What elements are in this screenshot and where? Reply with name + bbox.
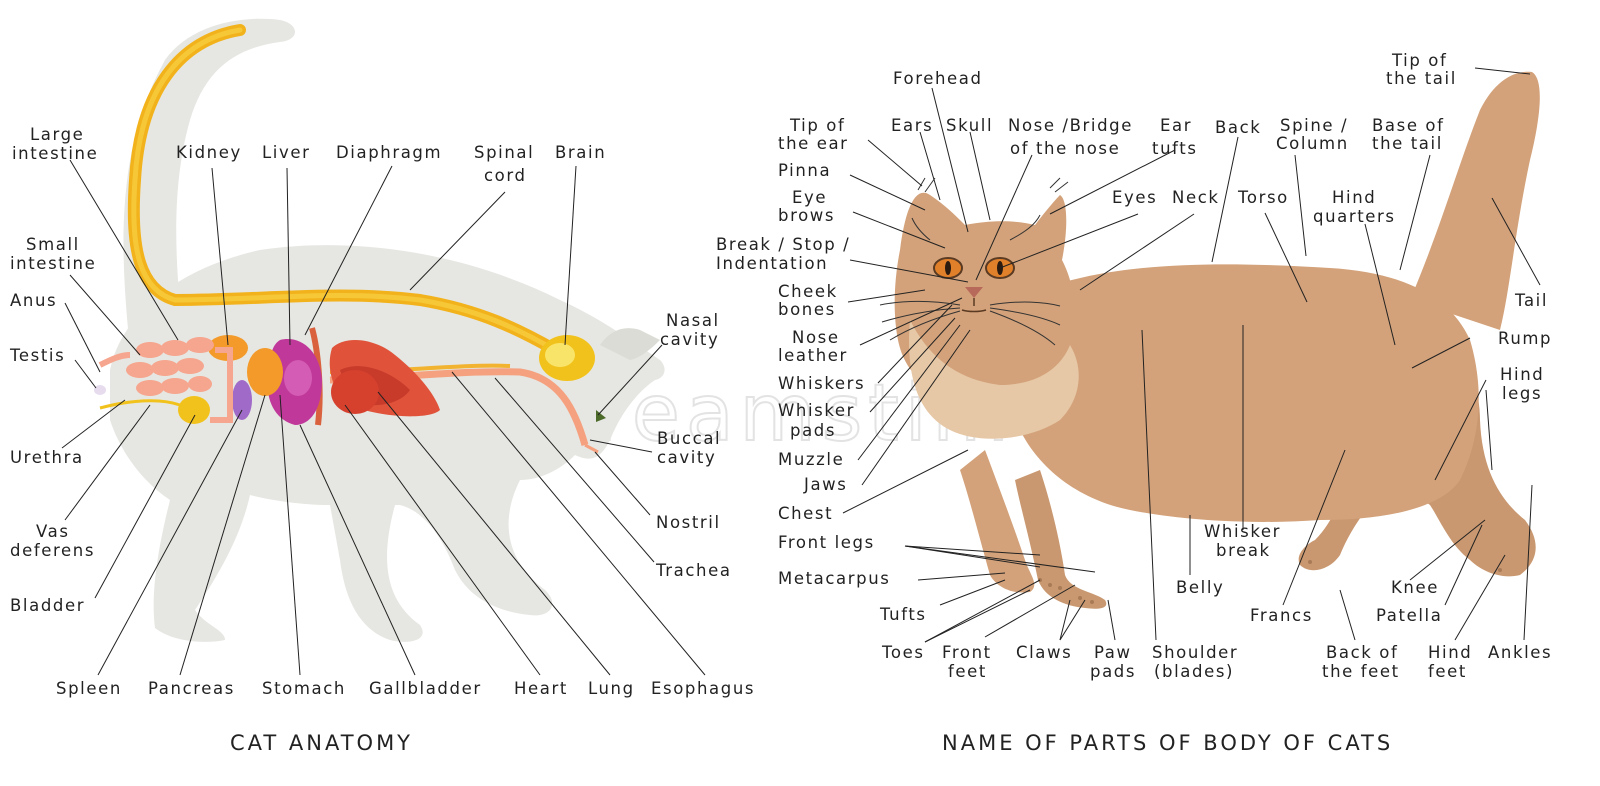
anatomy-title: CAT ANATOMY [230, 731, 413, 755]
label-whiskers: Whiskers [778, 374, 865, 393]
label-chest: Chest [778, 504, 833, 523]
label-testis: Testis [9, 346, 65, 365]
label-diaphragm: Diaphragm [336, 143, 442, 162]
label-francs: Francs [1250, 606, 1313, 625]
label-knee: Knee [1391, 578, 1439, 597]
label-torso: Torso [1237, 188, 1289, 207]
label-patella: Patella [1376, 606, 1442, 625]
label-pinna: Pinna [778, 161, 831, 180]
parts-title: NAME OF PARTS OF BODY OF CATS [942, 731, 1393, 755]
label-gallbladder: Gallbladder [369, 679, 482, 698]
label-lung: Lung [588, 679, 635, 698]
label-tufts: Tufts [879, 605, 927, 624]
label-claws: Claws [1016, 643, 1072, 662]
label-jaws: Jaws [803, 475, 847, 494]
label-anus: Anus [10, 291, 57, 310]
label-ears: Ears [891, 116, 933, 135]
label-heart: Heart [514, 679, 568, 698]
label-spine-column: Spine /Column [1276, 116, 1349, 153]
label-bladder: Bladder [10, 596, 85, 615]
label-break-stop-indentation: Break / Stop /Indentation [716, 235, 850, 273]
label-spleen: Spleen [56, 679, 122, 698]
label-kidney: Kidney [176, 143, 242, 162]
label-metacarpus: Metacarpus [778, 569, 890, 588]
anatomy-cat-silhouette [110, 18, 665, 642]
label-skull: Skull [946, 116, 993, 135]
persian-cat-illustration [879, 71, 1540, 609]
label-rump: Rump [1498, 329, 1552, 348]
label-urethra: Urethra [10, 448, 84, 467]
label-belly: Belly [1176, 578, 1224, 597]
anatomy-organs [94, 24, 606, 454]
label-pancreas: Pancreas [148, 679, 235, 698]
label-front-legs: Front legs [778, 533, 875, 552]
label-forehead: Forehead [893, 69, 983, 88]
label-tail: Tail [1514, 291, 1548, 310]
label-eyes: Eyes [1112, 188, 1157, 207]
label-neck: Neck [1172, 188, 1220, 207]
label-esophagus: Esophagus [651, 679, 755, 698]
anatomy-leader-lines [61, 159, 706, 676]
label-nostril: Nostril [656, 513, 721, 532]
label-muzzle: Muzzle [778, 450, 844, 469]
label-brain: Brain [555, 143, 606, 162]
label-trachea: Trachea [655, 561, 732, 580]
label-stomach: Stomach [262, 679, 346, 698]
label-ankles: Ankles [1488, 643, 1552, 662]
parts-leader-lines [842, 67, 1541, 643]
label-toes: Toes [881, 643, 925, 662]
label-back: Back [1215, 118, 1261, 137]
label-liver: Liver [262, 143, 310, 162]
label-shoulder-blades: Shoulder(blades) [1152, 643, 1238, 681]
